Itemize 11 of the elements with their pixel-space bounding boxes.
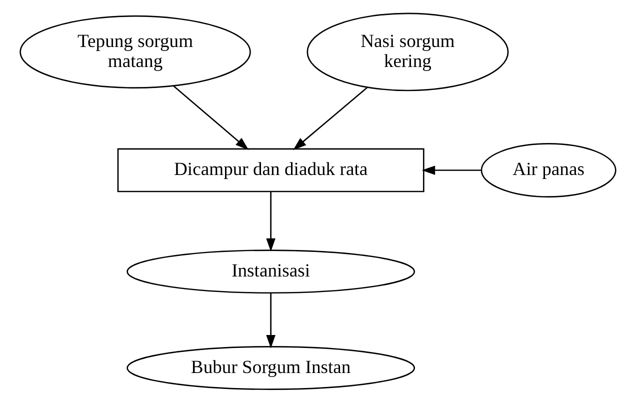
node-ellipse: Nasi sorgum kering bbox=[306, 12, 509, 92]
arrow bbox=[266, 293, 276, 348]
node-ellipse: Air panas bbox=[480, 143, 616, 198]
arrow bbox=[422, 166, 482, 175]
node-box: Dicampur dan diaduk rata bbox=[117, 148, 424, 192]
arrow bbox=[173, 86, 249, 150]
node-ellipse: Tepung sorgum matang bbox=[20, 15, 251, 88]
node-ellipse: Instanisasi bbox=[126, 250, 416, 294]
node-ellipse: Bubur Sorgum Instan bbox=[126, 346, 416, 390]
arrow bbox=[293, 86, 368, 150]
arrow bbox=[266, 192, 276, 252]
